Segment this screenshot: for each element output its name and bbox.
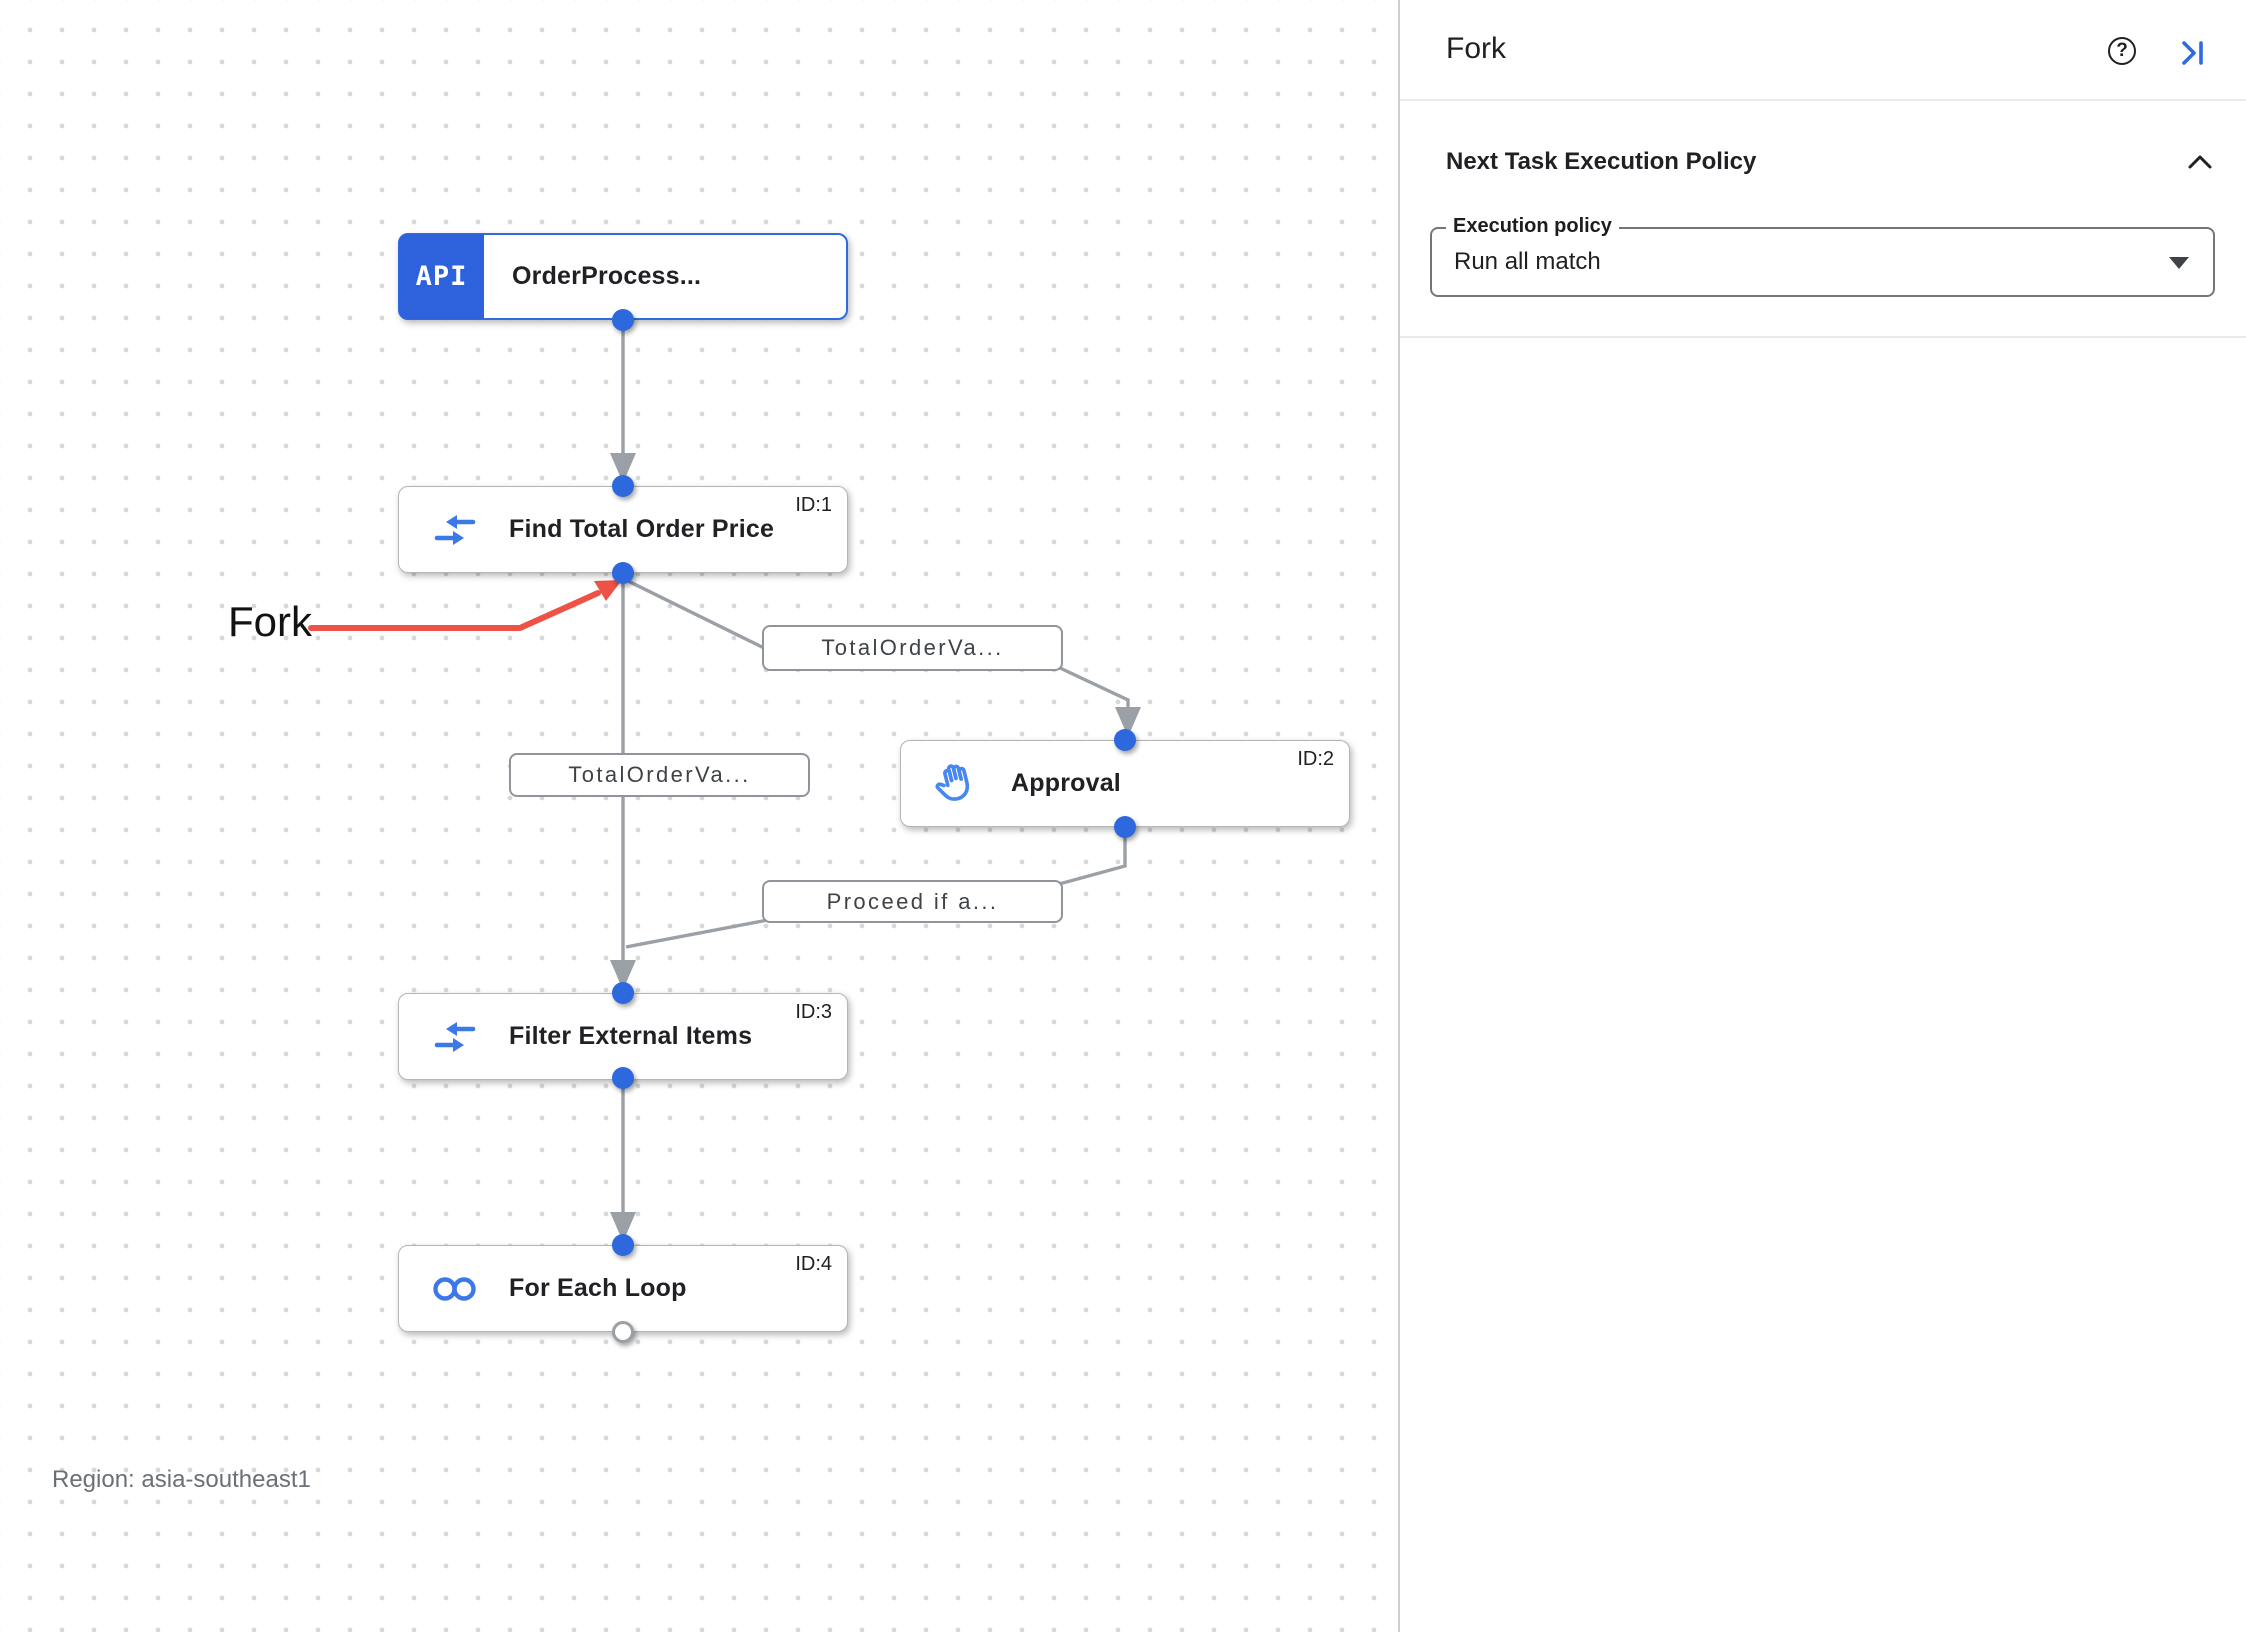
node-id-badge: ID:1 bbox=[795, 494, 832, 516]
node-title: OrderProcess... bbox=[512, 262, 702, 290]
collapse-panel-icon[interactable] bbox=[2178, 37, 2210, 74]
data-mapping-icon bbox=[429, 1011, 481, 1063]
node-id-badge: ID:3 bbox=[795, 1001, 832, 1023]
dropdown-caret-icon bbox=[2169, 257, 2189, 269]
panel-title: Fork bbox=[1446, 32, 1506, 65]
connector-dot-filter-top[interactable] bbox=[612, 982, 634, 1004]
connector-dot-approval-bottom[interactable] bbox=[1114, 816, 1136, 838]
task-config-panel: Fork ? Next Task Execution Policy Execut… bbox=[1398, 0, 2246, 1632]
section-title-next-task-execution-policy: Next Task Execution Policy bbox=[1446, 148, 1757, 175]
connector-dot-filter-bottom[interactable] bbox=[612, 1067, 634, 1089]
connector-dot-foreach-bottom[interactable] bbox=[612, 1321, 634, 1343]
node-for-each-loop[interactable]: For Each Loop ID:4 bbox=[398, 1245, 848, 1332]
node-filter-external-items[interactable]: Filter External Items ID:3 bbox=[398, 993, 848, 1080]
fork-annotation-arrow bbox=[308, 590, 601, 631]
node-title: Find Total Order Price bbox=[509, 515, 775, 543]
workflow-canvas[interactable]: API OrderProcess... Find Total Order Pri… bbox=[0, 0, 1398, 1632]
approval-hand-icon bbox=[931, 758, 983, 810]
connector-dot-foreach-top[interactable] bbox=[612, 1234, 634, 1256]
edge-label-total-order-value-left[interactable]: TotalOrderVa... bbox=[509, 753, 810, 797]
execution-policy-value: Run all match bbox=[1454, 248, 1601, 275]
panel-divider bbox=[1400, 99, 2246, 101]
fork-annotation-text: Fork bbox=[228, 598, 312, 645]
node-title: Filter External Items bbox=[509, 1022, 753, 1050]
api-trigger-badge: API bbox=[399, 234, 484, 319]
connector-dot-find-bottom-fork[interactable] bbox=[612, 562, 634, 584]
loop-icon bbox=[429, 1263, 481, 1315]
node-order-process[interactable]: API OrderProcess... bbox=[398, 233, 848, 320]
node-id-badge: ID:4 bbox=[795, 1253, 832, 1275]
connector-dot-order-bottom[interactable] bbox=[612, 309, 634, 331]
node-approval[interactable]: Approval ID:2 bbox=[900, 740, 1350, 827]
edge-label-proceed-if-approved[interactable]: Proceed if a... bbox=[762, 880, 1063, 923]
data-mapping-icon bbox=[429, 504, 481, 556]
execution-policy-select[interactable]: Execution policy Run all match bbox=[1430, 215, 2215, 297]
connector-dot-find-top[interactable] bbox=[612, 475, 634, 497]
help-icon[interactable]: ? bbox=[2108, 37, 2136, 65]
region-label: Region: asia-southeast1 bbox=[52, 1466, 311, 1493]
panel-divider bbox=[1400, 336, 2246, 338]
node-find-total-order-price[interactable]: Find Total Order Price ID:1 bbox=[398, 486, 848, 573]
node-title: For Each Loop bbox=[509, 1274, 687, 1302]
connector-dot-approval-top[interactable] bbox=[1114, 729, 1136, 751]
chevron-up-icon[interactable] bbox=[2186, 152, 2214, 177]
edge-label-total-order-value-right[interactable]: TotalOrderVa... bbox=[762, 625, 1063, 671]
node-id-badge: ID:2 bbox=[1297, 748, 1334, 770]
node-title: Approval bbox=[1011, 769, 1121, 797]
execution-policy-label: Execution policy bbox=[1446, 215, 1619, 238]
